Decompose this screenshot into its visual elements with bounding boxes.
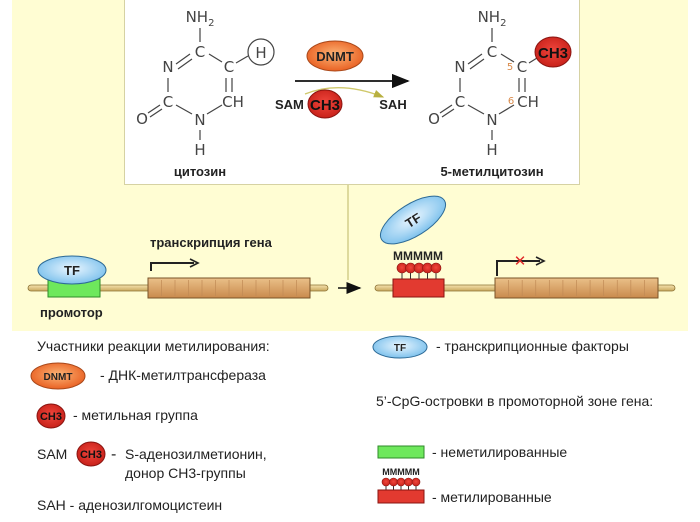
legend-sam-text-line1: S-аденозилметионин, — [125, 446, 267, 462]
atom-c4: C — [195, 43, 205, 61]
legend-dash: - — [111, 446, 116, 463]
donor-transfer-arrow — [304, 87, 385, 98]
atom-nh2: NH2 — [478, 8, 507, 29]
atom-c6h: CH — [222, 93, 244, 111]
dnmt-enzyme-ellipse — [306, 40, 364, 72]
atom-n3: N — [454, 58, 465, 76]
legend-tf-text: - транскрипционные факторы — [436, 338, 629, 354]
legend-methyl-marks: MMMMM — [382, 467, 420, 477]
atom-h1: H — [194, 141, 205, 159]
methylated-promoter — [392, 278, 445, 298]
legend-methyl-lollipops — [381, 477, 421, 491]
methyl-ball — [430, 262, 442, 274]
hydrogen-highlight-circle — [247, 38, 275, 66]
legend-methylated-text: - метилированные — [432, 489, 552, 505]
legend-sam-prefix: SAM — [37, 446, 68, 462]
position-6-label: 6 — [508, 96, 514, 107]
tf-label: TF — [64, 263, 80, 278]
sah-label: SAH — [379, 97, 406, 112]
legend-unmethylated-icon — [377, 445, 425, 459]
legend-methyl-icon-label: CH3 — [40, 411, 62, 423]
methyl-ball — [381, 477, 391, 487]
legend-methylated-icon — [377, 489, 425, 504]
legend-methyl-icon — [36, 403, 66, 429]
methyl-ball — [404, 477, 413, 487]
cytosine-structure: NH2 C N C C CH O N H H — [136, 8, 275, 159]
legend-sam-methyl-icon — [76, 441, 106, 467]
sam-label: SAM — [275, 97, 304, 112]
atom-c2: C — [455, 93, 465, 111]
silenced-gene: MMMMM TF ✕ — [374, 195, 676, 299]
tf-ellipse — [37, 255, 107, 285]
atom-o: O — [136, 110, 148, 128]
transcription-label: транскрипция гена — [150, 235, 273, 250]
methyl-marks-label: MMMMM — [393, 249, 443, 263]
transcription-start-arrow — [150, 262, 194, 271]
gene-body — [147, 277, 311, 299]
legend-title: Участники реакции метилирования: — [37, 338, 270, 354]
legend-dnmt-text: - ДНК-метилтрансфераза — [100, 367, 266, 383]
gene-body — [494, 277, 659, 299]
atom-n3: N — [162, 58, 173, 76]
methylcytosine-structure: NH2 C N C 5 C CH 6 O N H — [428, 8, 539, 159]
highlight-h: H — [255, 44, 266, 62]
tf-label: TF — [403, 210, 424, 231]
atom-c6h: CH — [517, 93, 539, 111]
legend-cpg-title: 5’-CpG-островки в промоторной зоне гена: — [376, 393, 654, 409]
active-gene: TF транскрипция гена промотор — [27, 235, 329, 320]
methyl-group-label: CH3 — [538, 45, 568, 62]
legend-sam-text-line2: донор СН3-группы — [125, 465, 246, 481]
methyl-lollipops — [396, 262, 442, 280]
legend-dnmt-icon-label: DNMT — [44, 372, 73, 383]
atom-c5: C — [517, 58, 527, 76]
sam-methyl-label: CH3 — [310, 97, 340, 114]
position-5-label: 5 — [507, 62, 513, 73]
methyl-group-ellipse — [534, 36, 572, 68]
dnmt-label: DNMT — [316, 49, 354, 64]
atom-nh2: NH2 — [186, 8, 215, 29]
legend-tf-icon — [372, 335, 428, 359]
blocked-transcription-arrow — [496, 260, 540, 276]
atom-n1: N — [194, 111, 205, 129]
atom-c4: C — [487, 43, 497, 61]
legend-sah-text: SAH - аденозилгомоцистеин — [37, 497, 223, 513]
atom-o: O — [428, 110, 440, 128]
atom-c2: C — [163, 93, 173, 111]
methyl-ball — [396, 477, 406, 487]
blocked-x-icon: ✕ — [514, 253, 527, 270]
legend-dnmt-icon — [30, 362, 86, 390]
atom-n1: N — [486, 111, 497, 129]
methylcytosine-label: 5-метилцитозин — [440, 164, 543, 179]
cytosine-label: цитозин — [174, 164, 226, 179]
atom-c5: C — [224, 58, 234, 76]
methyl-ball — [411, 477, 421, 487]
sam-methyl-ellipse — [307, 89, 343, 119]
legend-methyl-text: - метильная группа — [73, 407, 198, 423]
promoter-label: промотор — [40, 305, 103, 320]
legend-unmethylated-text: - неметилированные — [432, 444, 568, 460]
methyl-ball — [389, 477, 398, 487]
detached-tf-ellipse — [379, 195, 447, 245]
legend-tf-icon-label: TF — [394, 343, 406, 354]
legend-sam-methyl-icon-label: CH3 — [80, 449, 102, 461]
atom-h1: H — [486, 141, 497, 159]
